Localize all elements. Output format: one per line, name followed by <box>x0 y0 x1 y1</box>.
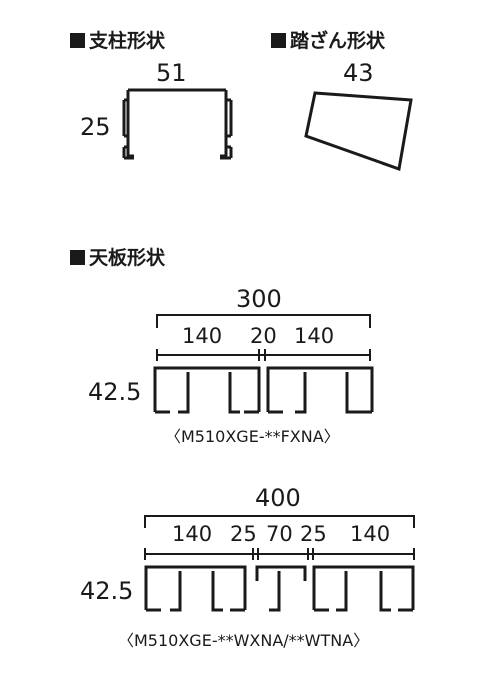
top-b-segment-2-label: 25 <box>230 522 257 546</box>
top-b-model-number: 〈M510XGE-**WXNA/**WTNA〉 <box>118 631 370 650</box>
step-width-label: 43 <box>343 59 374 87</box>
top-a-total-width-label: 300 <box>236 285 282 313</box>
step-shape-heading: 踏ざん形状 <box>271 30 385 52</box>
top-b-height-label: 42.5 <box>80 577 134 605</box>
pillar-height-label: 25 <box>80 113 111 141</box>
step-profile <box>304 91 413 172</box>
top-b-total-width-label: 400 <box>255 484 301 512</box>
top-b-segment-1-label: 140 <box>172 522 213 546</box>
top-b-segment-4-label: 25 <box>300 522 327 546</box>
top-a-profile <box>153 366 374 414</box>
top-b-total-dimension-bracket <box>144 515 415 528</box>
top-board-shape-title: 天板形状 <box>89 247 166 269</box>
pillar-shape-title: 支柱形状 <box>89 30 166 52</box>
top-a-segment-dimension-line <box>156 349 371 361</box>
pillar-shape-heading: 支柱形状 <box>70 30 165 52</box>
top-a-segment-1-label: 140 <box>182 324 223 348</box>
top-a-segment-2-label: 20 <box>250 324 277 348</box>
top-a-total-dimension-bracket <box>156 314 371 328</box>
step-shape-title: 踏ざん形状 <box>290 30 386 52</box>
top-b-segment-dimension-line <box>144 548 415 560</box>
square-bullet-icon <box>70 250 85 265</box>
top-b-segment-3-label: 70 <box>266 522 293 546</box>
pillar-profile <box>122 88 233 160</box>
top-a-model-number: 〈M510XGE-**FXNA〉 <box>165 427 340 446</box>
top-board-shape-heading: 天板形状 <box>70 247 165 269</box>
pillar-width-label: 51 <box>156 59 187 87</box>
top-a-height-label: 42.5 <box>88 378 142 406</box>
square-bullet-icon <box>70 33 85 48</box>
square-bullet-icon <box>271 33 286 48</box>
top-b-segment-5-label: 140 <box>350 522 391 546</box>
top-b-profile <box>144 565 415 612</box>
top-a-segment-3-label: 140 <box>294 324 335 348</box>
